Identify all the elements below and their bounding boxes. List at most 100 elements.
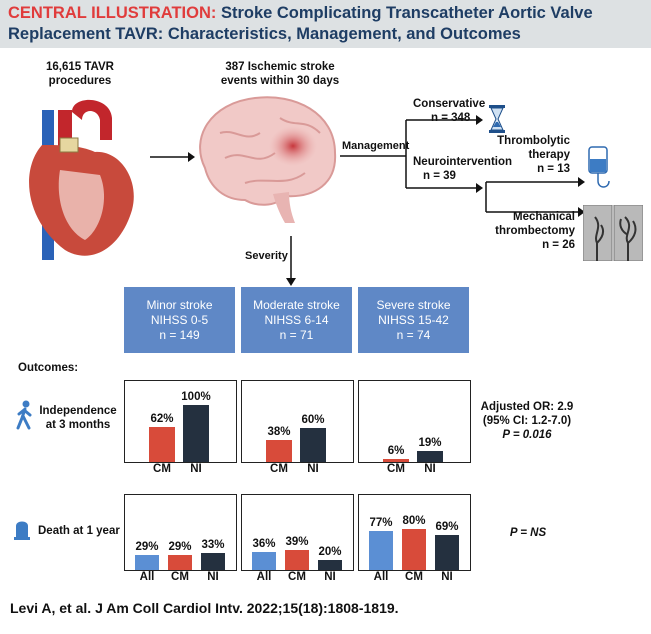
iv-bag-icon <box>588 146 610 188</box>
mechanical-n: n = 26 <box>542 239 575 251</box>
death-moderate-panel: 36%39%20% <box>241 494 354 571</box>
valve-implant-shape <box>59 137 79 153</box>
data-label: 77% <box>369 516 393 529</box>
management-branches <box>340 115 585 217</box>
data-label: 19% <box>418 437 442 450</box>
bar-cm <box>266 440 292 462</box>
category-label: CM <box>405 571 423 583</box>
thrombolytic-name: Thrombolytic <box>497 135 570 147</box>
death-severe-axis: All CM NI <box>358 571 471 587</box>
independence-label-line2: at 3 months <box>45 419 111 431</box>
bar-ni <box>183 405 209 462</box>
independence-minor-axis: CM NI <box>124 463 237 479</box>
p-value-death: P = NS <box>509 527 547 539</box>
brainstem-shape <box>273 192 295 223</box>
severity-label: Severity <box>245 250 288 262</box>
data-label: 33% <box>201 539 225 552</box>
moderate-stroke-n: n = 71 <box>279 327 314 342</box>
heart-illustration <box>29 99 134 260</box>
thrombolytic-therapy: therapy <box>528 149 570 161</box>
category-label: CM <box>387 463 405 475</box>
bar-all <box>369 530 393 570</box>
brain-illustration <box>199 96 337 223</box>
procedures-label: 16,615 TAVR procedures <box>20 60 140 88</box>
bar-all <box>135 555 159 570</box>
independence-stat: Adjusted OR: 2.9 (95% CI: 1.2-7.0) P = 0… <box>472 400 582 442</box>
neurointervention-label: Neurointervention n = 39 <box>413 155 512 183</box>
severe-stroke-name: Severe stroke <box>376 297 451 312</box>
independence-severe-panel: 6% 19% <box>358 380 471 463</box>
aortic-arch-shape <box>72 99 112 140</box>
minor-stroke-name: Minor stroke <box>146 297 213 312</box>
severe-stroke-box: Severe stroke NIHSS 15-42 n = 74 <box>358 287 469 353</box>
conservative-n: n = 348 <box>431 112 471 124</box>
category-label: All <box>139 571 155 583</box>
category-label: NI <box>207 571 219 583</box>
bar-ni <box>318 559 342 570</box>
data-label: 38% <box>267 426 291 439</box>
category-label: NI <box>441 571 453 583</box>
moderate-stroke-name: Moderate stroke <box>253 297 340 312</box>
category-label: All <box>256 571 272 583</box>
thrombolytic-label: Thrombolytic therapy n = 13 <box>480 134 570 176</box>
data-label: 39% <box>285 536 309 549</box>
bar-ni <box>201 553 225 570</box>
data-label: 29% <box>135 541 159 554</box>
management-label: Management <box>342 140 410 152</box>
death-severe-panel: 77% 80% 69% <box>358 494 471 571</box>
moderate-stroke-scale: NIHSS 6-14 <box>264 312 329 327</box>
category-label: CM <box>171 571 189 583</box>
category-label: NI <box>424 463 436 475</box>
data-label: 80% <box>402 515 426 528</box>
minor-stroke-box: Minor stroke NIHSS 0-5 n = 149 <box>124 287 235 353</box>
lesion-shape <box>269 126 317 166</box>
bar-ni <box>300 427 326 462</box>
minor-stroke-n: n = 149 <box>159 327 200 342</box>
death-minor-axis: All CM NI <box>124 571 237 587</box>
outcomes-label: Outcomes: <box>18 362 79 374</box>
independence-moderate-panel: 38% 60% <box>241 380 354 463</box>
category-label: CM <box>270 463 288 475</box>
independence-severe-axis: CM NI <box>358 463 471 479</box>
title-lead: CENTRAL ILLUSTRATION: <box>8 4 217 22</box>
citation: Levi A, et al. J Am Coll Cardiol Intv. 2… <box>10 600 399 616</box>
data-label: 6% <box>387 444 405 457</box>
independence-label: Independence at 3 months <box>36 404 120 432</box>
independence-minor-panel: 62%100% <box>124 380 237 463</box>
category-label: NI <box>190 463 202 475</box>
data-label: 29% <box>168 541 192 554</box>
mechanical-label: Mechanical thrombectomy n = 26 <box>470 210 575 252</box>
category-label: All <box>373 571 389 583</box>
death-minor-panel: 29% 29% 33% <box>124 494 237 571</box>
mechanical-name: Mechanical <box>513 211 575 223</box>
events-label: 387 Ischemic stroke events within 30 day… <box>195 60 365 88</box>
thrombolytic-n: n = 13 <box>537 163 570 175</box>
independence-moderate-axis: CM NI <box>241 463 354 479</box>
neurointervention-n: n = 39 <box>423 170 456 182</box>
title-text: Stroke Complicating Transcatheter Aortic… <box>8 4 593 43</box>
minor-stroke-scale: NIHSS 0-5 <box>150 312 209 327</box>
data-label: 69% <box>435 520 459 533</box>
walking-person-icon <box>16 400 32 430</box>
severe-stroke-n: n = 74 <box>396 327 431 342</box>
bar-ni <box>435 534 459 570</box>
data-label: 62% <box>150 412 174 425</box>
mechanical-thrombectomy: thrombectomy <box>495 225 575 237</box>
bar-all <box>252 551 276 570</box>
adjusted-or: Adjusted OR: 2.9 <box>480 401 574 413</box>
brain-folds <box>219 117 321 184</box>
category-label: CM <box>153 463 171 475</box>
category-label: NI <box>324 571 336 583</box>
data-label: 60% <box>301 413 325 426</box>
severe-stroke-scale: NIHSS 15-42 <box>378 312 449 327</box>
heart-chamber-shape <box>58 170 105 240</box>
procedures-word: procedures <box>48 75 112 87</box>
events-window: events within 30 days <box>220 75 340 87</box>
independence-label-line1: Independence <box>39 405 117 417</box>
bar-ni <box>417 451 443 462</box>
arrow-to-brain <box>150 152 195 162</box>
category-label: NI <box>307 463 319 475</box>
bar-cm <box>402 529 426 570</box>
moderate-stroke-box: Moderate stroke NIHSS 6-14 n = 71 <box>241 287 352 353</box>
